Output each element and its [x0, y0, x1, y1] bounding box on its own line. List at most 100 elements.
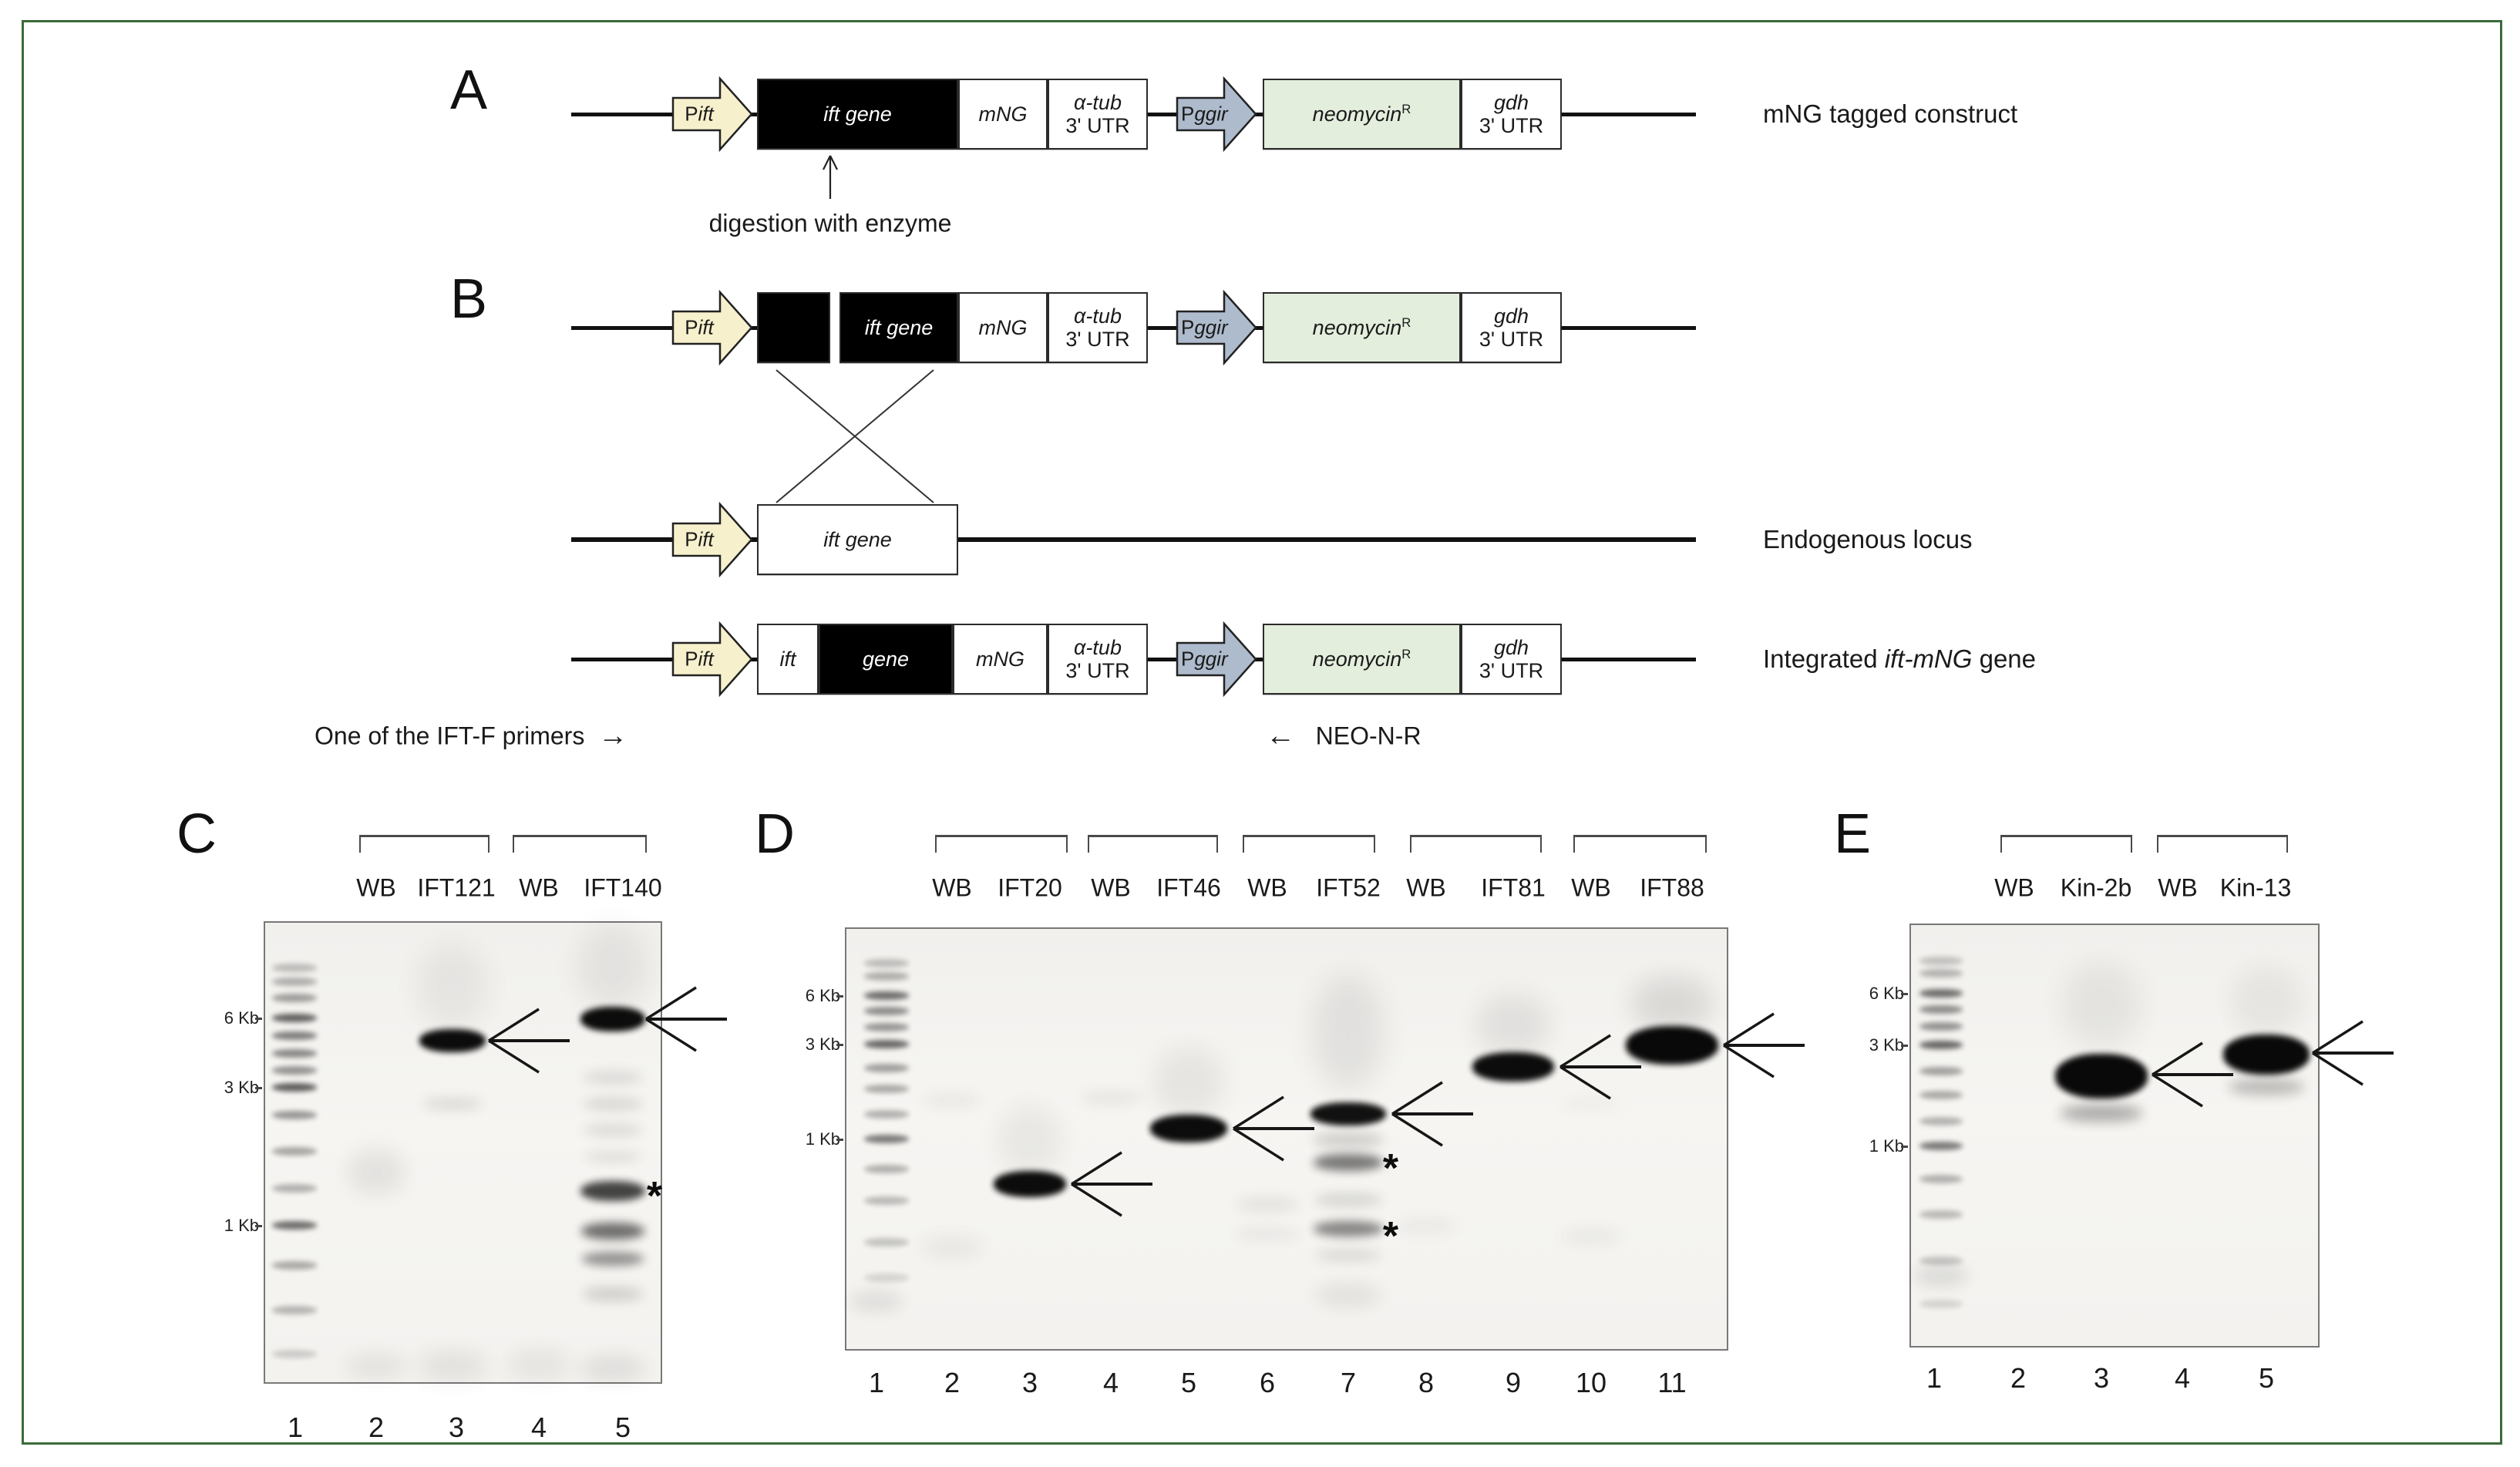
promoter-ggir-arrow-icon: [1176, 76, 1257, 153]
ift-box: ift: [757, 624, 819, 695]
lane-label: WB: [2158, 873, 2198, 902]
ift-gene-box: ift gene: [757, 504, 958, 575]
lane-number: 4: [530, 1411, 547, 1443]
lane-number: 10: [1575, 1367, 1607, 1398]
ladder-band: [864, 1274, 909, 1282]
ladder-band: [272, 964, 317, 972]
ladder-band: [272, 1184, 317, 1193]
gel-band: [2055, 1054, 2148, 1099]
gel-band: [418, 1351, 487, 1381]
ladder-band: [864, 1165, 909, 1173]
lane-label: IFT52: [1316, 873, 1381, 902]
text-run: ift gene: [864, 315, 934, 339]
text-run: α-tub: [1074, 635, 1122, 659]
gel-band: [1153, 1048, 1224, 1118]
ladder-size-label: 1 Kb: [1869, 1136, 1904, 1156]
box-label-line: mNG: [979, 103, 1028, 126]
gel-band: [1560, 1230, 1622, 1243]
box-label-line: neomycinR: [1313, 103, 1411, 126]
ladder-band: [1919, 1300, 1963, 1308]
lane-label: WB: [1091, 873, 1131, 902]
ladder-size-tick: [255, 1086, 262, 1089]
lane-label: WB: [1406, 873, 1446, 902]
gel-band: [1626, 1026, 1718, 1065]
lane-group-bracket: [1410, 835, 1542, 853]
ladder-band: [1919, 1210, 1963, 1219]
panel-letter-b: B: [449, 268, 488, 330]
lane-group-bracket: [359, 835, 490, 853]
text-run: P: [1181, 647, 1195, 671]
text-run: ift: [779, 647, 796, 671]
lane-number: 6: [1259, 1367, 1276, 1398]
box-label-line: gdh: [1494, 305, 1529, 328]
ladder-band: [272, 1014, 317, 1022]
text-run: ift: [698, 102, 714, 126]
gel-band: [1315, 1250, 1381, 1260]
ladder-band: [272, 1083, 317, 1092]
gel-band: [507, 1350, 570, 1379]
box-label-line: mNG: [976, 648, 1024, 671]
promoter-ift-arrow-icon: [671, 621, 753, 698]
ladder-size-label: 6 Kb: [224, 1008, 259, 1028]
text-run: ggir: [1194, 647, 1228, 671]
ladder-size-tick: [836, 1043, 843, 1046]
gel-band: [1313, 975, 1384, 1091]
promoter-ift-label: Pift: [677, 648, 722, 671]
gel-band: [921, 1237, 983, 1258]
gel-band: [1314, 1193, 1382, 1206]
ladder-band: [864, 1040, 909, 1048]
lane-number: 2: [2010, 1362, 2027, 1394]
text-run: neomycin: [1312, 102, 1402, 126]
ladder-band: [1919, 957, 1963, 965]
gel-band: [347, 1149, 405, 1195]
gel-band: [1079, 1092, 1142, 1104]
box-label-line: neomycinR: [1313, 648, 1411, 671]
reverse-primer-label: ← NEO-N-R: [1266, 720, 1421, 753]
panel-letter-c: C: [177, 803, 217, 865]
gel-band: [921, 1095, 983, 1107]
box-label-line: α-tub: [1074, 636, 1122, 659]
text-run: ift gene: [823, 527, 892, 551]
nonspecific-band-asterisk: *: [646, 1174, 663, 1219]
gel-band: [1313, 1133, 1384, 1146]
box-label-line: gdh: [1494, 91, 1529, 114]
neomycin-box: neomycinR: [1263, 292, 1461, 363]
gel-band: [1315, 1284, 1381, 1306]
lane-number: 2: [368, 1411, 385, 1443]
lane-group-bracket: [1243, 835, 1375, 853]
lane-number: 5: [2258, 1362, 2275, 1394]
digestion-label: digestion with enzyme: [709, 210, 952, 238]
ladder-band: [272, 977, 317, 986]
ladder-band: [272, 1066, 317, 1075]
gel-band: [1314, 1221, 1383, 1237]
gel-band: [582, 1252, 644, 1266]
neomycin-box: neomycinR: [1263, 624, 1461, 695]
ladder-size-label: 6 Kb: [1869, 984, 1904, 1003]
band-pointer-arrow-icon: [1391, 1081, 1473, 1147]
box-label-line: ift: [779, 648, 796, 671]
lane-label: IFT88: [1640, 873, 1704, 902]
promoter-ggir-label: Pggir: [1181, 103, 1228, 126]
box-label-line: gene: [863, 648, 909, 671]
text-run: mNG: [978, 315, 1028, 339]
gel-band: [1560, 1098, 1622, 1110]
crossover-lines-icon: [776, 369, 934, 503]
gel-band: [1314, 1154, 1383, 1171]
text-run: Endogenous locus: [1763, 525, 1973, 553]
band-pointer-arrow-icon: [1071, 1151, 1152, 1217]
ladder-band: [864, 1196, 909, 1205]
text-run: digestion with enzyme: [708, 209, 952, 237]
gel-band: [1150, 1115, 1227, 1142]
ladder-band: [1919, 1175, 1963, 1183]
ladder-band: [864, 991, 909, 1000]
text-run: ift: [698, 527, 714, 551]
text-run: 3' UTR: [1479, 114, 1544, 137]
ladder-size-tick: [836, 994, 843, 998]
gel-band: [850, 1290, 903, 1312]
ladder-size-label: 1 Kb: [224, 1216, 259, 1235]
box-label-line: 3' UTR: [1065, 659, 1129, 682]
digestion-site-up-arrow-icon: [823, 155, 838, 199]
